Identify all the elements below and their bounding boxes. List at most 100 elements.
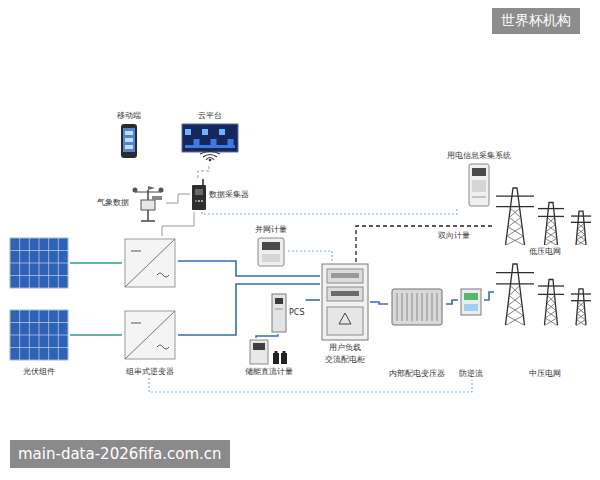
connector	[178, 261, 320, 335]
tower-arm	[496, 272, 534, 273]
weather-station-icon	[131, 184, 165, 222]
sensor-shield	[152, 196, 162, 200]
wifi-arc	[203, 155, 217, 158]
data-collector: 数据采集器	[190, 178, 250, 212]
meter-display	[262, 242, 280, 250]
tower-brace	[576, 320, 586, 326]
pv-grid	[10, 335, 68, 336]
pcs-display	[275, 298, 283, 304]
tower-brace	[577, 229, 585, 235]
node-label: 防逆流	[459, 369, 483, 379]
screen-widget	[219, 129, 225, 135]
meter-plate	[262, 254, 280, 262]
mast-foot	[141, 220, 155, 222]
node-label: 云平台	[198, 111, 222, 121]
ac-distribution-cabinet-icon	[321, 263, 369, 341]
tower-brace	[506, 236, 525, 245]
collector-panel	[195, 189, 203, 195]
cloud-platform-icon	[181, 123, 239, 163]
battery-cap	[275, 351, 278, 353]
screen-bar	[185, 145, 235, 148]
transformer-fin	[402, 293, 403, 321]
node-label: 内部配电变压器	[389, 369, 445, 379]
cloud-screen	[182, 124, 238, 152]
screen-widget	[202, 129, 208, 135]
node-label: 数据采集器	[209, 190, 249, 200]
phone-body	[121, 124, 137, 158]
tower-brace	[546, 303, 556, 310]
tower-arm	[538, 216, 564, 217]
tower-arm	[538, 294, 564, 295]
tower-brace	[545, 232, 556, 239]
node-label: 中压电网	[529, 369, 561, 379]
transformer-fin	[437, 293, 438, 321]
tower-brace	[509, 286, 521, 296]
node-label: 组串式逆变器	[126, 367, 174, 377]
storage-dc-meter-icon	[249, 339, 289, 365]
tower-brace	[577, 308, 585, 314]
ac-distribution-cabinet: 用户负载交流配电柜	[320, 262, 370, 366]
tower-brace	[546, 225, 556, 232]
pcs-cabinet: PCS	[270, 292, 306, 334]
transformer-fin	[417, 293, 418, 321]
grid-meter-icon	[257, 237, 285, 267]
transformer-body	[392, 289, 442, 325]
phone-app	[125, 145, 133, 149]
mobile-terminal-icon	[119, 123, 139, 159]
low-voltage-grid-icon	[495, 187, 595, 245]
distribution-transformer: 内部配电变压器	[388, 284, 446, 380]
collector-meter-body	[469, 164, 489, 206]
cloud-platform: 云平台	[180, 110, 240, 164]
watermark: 世界杯机构	[492, 8, 580, 34]
storage-dc-meter: 储能直流计量	[244, 338, 294, 378]
pv-grid	[10, 347, 68, 348]
metering-system: 用电信息采集系统	[446, 150, 512, 208]
tower-brace	[507, 227, 523, 236]
pv-grid	[10, 250, 68, 251]
grid-meter: 并网计量	[254, 224, 288, 268]
pv-modules-icon	[9, 237, 69, 365]
transformer-fin	[397, 293, 398, 321]
low-voltage-grid: 低压电网	[494, 186, 596, 258]
tower-brace	[545, 311, 556, 318]
tower-brace	[577, 314, 586, 320]
dc-symbol	[131, 323, 141, 324]
transformer-fin	[427, 293, 428, 321]
pcs-cabinet-icon	[271, 293, 287, 333]
inverter-diagonal	[125, 239, 175, 287]
connector	[484, 292, 494, 300]
tower-brace	[547, 296, 556, 303]
breaker	[331, 273, 359, 278]
tower-brace	[545, 318, 558, 325]
connector	[306, 299, 321, 301]
tower-brace	[506, 315, 525, 325]
pv-grid	[10, 275, 68, 276]
connector	[202, 208, 457, 214]
terminal-line	[472, 197, 486, 198]
distribution-transformer-icon	[390, 285, 444, 367]
string-inverter-icon	[123, 237, 177, 365]
tower-arm	[571, 222, 591, 223]
battery-cap	[283, 351, 286, 353]
status-led	[198, 200, 200, 202]
tower-brace	[576, 240, 586, 245]
tower-arm	[571, 300, 591, 301]
wifi-dot	[209, 159, 212, 162]
arm	[135, 192, 161, 193]
anti-backflow-device-icon	[460, 285, 482, 367]
pv-grid	[10, 263, 68, 264]
screen-widget	[185, 129, 191, 135]
node-label: PCS	[289, 308, 305, 318]
tower-arm	[496, 195, 534, 196]
phone-app	[125, 131, 133, 135]
node-label: 光伏组件	[23, 367, 55, 377]
watermark-url: main-data-2026fifa.com.cn	[10, 440, 230, 468]
sensor-box	[141, 200, 155, 210]
connector	[70, 263, 122, 335]
cup	[159, 188, 164, 193]
pv-modules: 光伏组件	[8, 236, 70, 378]
tower-brace	[508, 296, 522, 306]
ac-symbol	[157, 345, 169, 349]
screen-widget	[228, 139, 234, 145]
tower-brace	[507, 306, 523, 316]
